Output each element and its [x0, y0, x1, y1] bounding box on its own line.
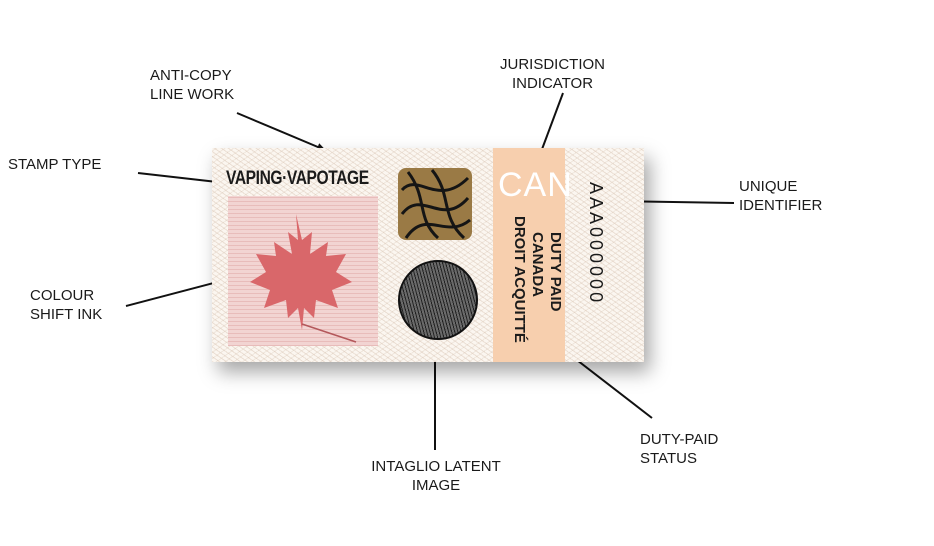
excise-stamp: VAPING·VAPOTAGE CAN DUTY PAID CANADA DRO…	[212, 148, 644, 362]
duty-paid-line2: CANADA	[529, 232, 546, 297]
stamp-type-label: VAPING·VAPOTAGE	[226, 168, 369, 189]
arrow-anti-copy	[236, 112, 326, 151]
callout-intaglio-line2: IMAGE	[411, 477, 461, 494]
callout-duty-paid: DUTY-PAID STATUS	[640, 430, 718, 468]
colour-shift-ink-patch	[398, 168, 472, 240]
jurisdiction-code: CAN	[498, 166, 573, 204]
callout-colour-shift-line2: SHIFT INK	[30, 306, 103, 323]
callout-stamp-type-line1: STAMP TYPE	[8, 156, 102, 173]
maple-leaf-icon	[250, 214, 352, 330]
callout-unique-id-line2: IDENTIFIER	[739, 197, 823, 214]
arrow-stamp-type	[137, 172, 227, 187]
callout-unique-id: UNIQUE IDENTIFIER	[739, 177, 822, 215]
callout-colour-shift-line1: COLOUR	[30, 287, 95, 304]
callout-intaglio-line1: INTAGLIO LATENT	[371, 458, 501, 475]
callout-stamp-type: STAMP TYPE	[8, 155, 101, 174]
callout-colour-shift: COLOUR SHIFT INK	[30, 286, 102, 324]
callout-jurisdiction-line1: JURISDICTION	[500, 56, 605, 73]
callout-duty-paid-line2: STATUS	[640, 450, 697, 467]
duty-paid-line1: DUTY PAID	[547, 232, 564, 312]
duty-paid-band	[493, 148, 565, 362]
maple-leaf-panel	[228, 196, 378, 346]
callout-duty-paid-line1: DUTY-PAID	[640, 431, 719, 448]
callout-anti-copy-line1: ANTI-COPY	[150, 67, 232, 84]
callout-unique-id-line1: UNIQUE	[739, 178, 798, 195]
unique-identifier: AAA000000	[586, 182, 606, 306]
intaglio-latent-image	[398, 260, 478, 340]
callout-intaglio: INTAGLIO LATENT IMAGE	[350, 457, 522, 495]
callout-jurisdiction: JURISDICTION INDICATOR	[500, 55, 605, 93]
callout-jurisdiction-line2: INDICATOR	[511, 75, 594, 92]
callout-anti-copy: ANTI-COPY LINE WORK	[150, 66, 234, 104]
duty-paid-line3: DROIT ACQUITTÉ	[511, 216, 528, 343]
callout-anti-copy-line2: LINE WORK	[150, 86, 235, 103]
